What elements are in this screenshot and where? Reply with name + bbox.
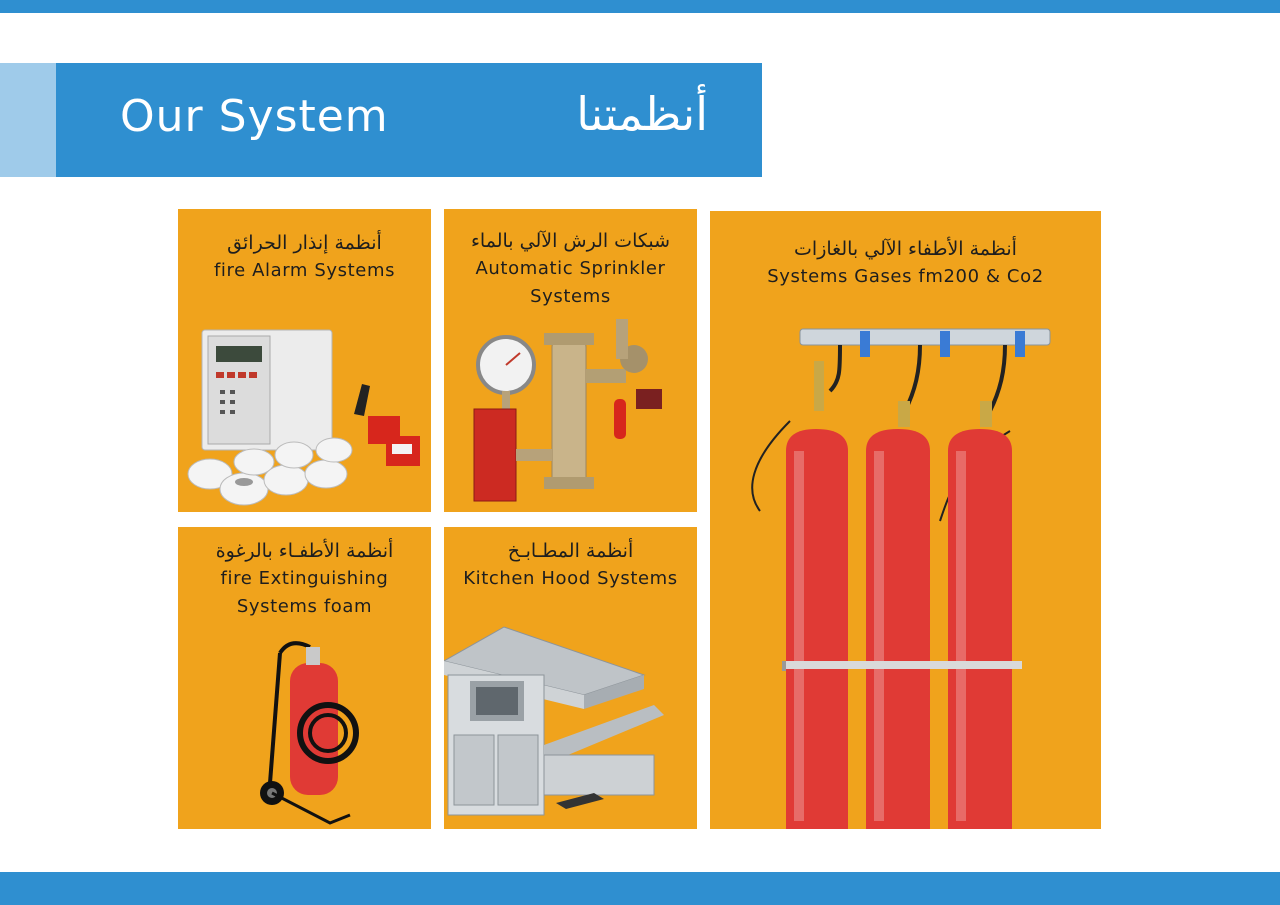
section-banner: Our System أنظمتنا [56, 63, 762, 177]
gas-cylinders-icon [751, 328, 1051, 829]
card-title-ar: أنظمة إنذار الحرائق [227, 232, 382, 254]
card-kitchen-hood: أنظمة المطـابـخ Kitchen Hood Systems [444, 527, 697, 829]
card-sprinkler: شبكات الرش الآلي بالماء Automatic Sprink… [444, 209, 697, 512]
card-title-en: fire Alarm Systems [213, 260, 396, 281]
card-title-ar: شبكات الرش الآلي بالماء [471, 230, 670, 252]
page-title-ar: أنظمتنا [576, 87, 708, 141]
kitchen-hood-icon [444, 626, 664, 816]
top-blue-bar [0, 0, 1280, 13]
card-title-ar: أنظمة المطـابـخ [507, 540, 634, 562]
page-title-en: Our System [120, 91, 389, 142]
foam-extinguisher-icon [260, 641, 359, 825]
fire-alarm-panel-icon [187, 329, 420, 506]
bottom-blue-bar [0, 872, 1280, 905]
card-gas-systems: أنظمة الأطفاء الآلي بالغازات Systems Gas… [710, 211, 1101, 829]
card-title-en: Automatic Sprinkler Systems [475, 258, 666, 307]
card-title-en: Systems Gases fm200 & Co2 [767, 266, 1044, 287]
card-title-en: fire Extinguishing Systems foam [220, 568, 389, 617]
card-title-ar: أنظمة الأطفاء الآلي بالغازات [794, 238, 1017, 260]
card-title-ar: أنظمة الأطفـاء بالرغوة [215, 540, 394, 562]
banner-accent [0, 63, 56, 177]
card-title-en: Kitchen Hood Systems [463, 568, 678, 589]
card-foam: أنظمة الأطفـاء بالرغوة fire Extinguishin… [178, 527, 431, 829]
sprinkler-valve-icon [473, 319, 662, 502]
card-fire-alarm: أنظمة إنذار الحرائق fire Alarm Systems [178, 209, 431, 512]
